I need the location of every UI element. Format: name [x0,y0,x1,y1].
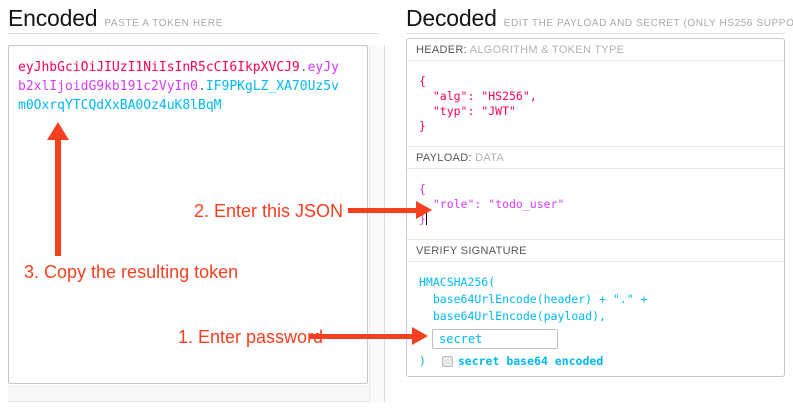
jwt-token-text: eyJhbGciOiJIUzI1NiIsInR5cCI6IkpXVCJ9.eyJ… [18,58,342,115]
annotation-step3-arrowhead-icon [47,122,69,140]
header-section-label: HEADER: ALGORITHM & TOKEN TYPE [407,39,784,61]
header-json-editor[interactable]: { "alg": "HS256", "typ": "JWT" } [407,61,784,147]
header-label-secondary: ALGORITHM & TOKEN TYPE [469,44,625,56]
payload-label-secondary: DATA [475,152,505,164]
payload-label-primary: PAYLOAD: [416,152,472,164]
token-separator-dot: . [198,79,206,94]
base64-encoded-row: ) secret base64 encoded [419,353,776,370]
verify-signature-area: HMACSHA256( base64UrlEncode(header) + ".… [407,262,784,376]
closing-paren: ) [419,354,433,368]
signature-label-primary: VERIFY SIGNATURE [416,245,527,257]
code-line: base64UrlEncode(header) + "." + [419,292,648,306]
annotation-step1-arrowhead-icon [412,327,428,345]
secret-base64-checkbox[interactable] [441,356,453,367]
horizontal-scrollbar-track[interactable] [8,386,369,402]
divider [406,33,785,34]
annotation-step2-arrow [348,208,416,213]
decoded-title: Decoded [406,5,497,31]
encoded-token-input[interactable]: eyJhbGciOiJIUzI1NiIsInR5cCI6IkpXVCJ9.eyJ… [8,45,368,384]
code-line: "typ": "JWT" [419,104,516,118]
annotation-step3-arrow [55,139,61,256]
code-line: } [419,212,427,226]
code-line: { [419,74,426,88]
header-label-primary: HEADER: [416,44,467,56]
vertical-scrollbar-track[interactable] [369,45,385,402]
code-line: { [419,182,426,196]
decoded-subtitle: EDIT THE PAYLOAD AND SECRET (ONLY HS256 … [503,18,793,29]
payload-section-label: PAYLOAD: DATA [407,147,784,169]
signature-section-label: VERIFY SIGNATURE [407,240,784,262]
token-payload-segment: eyJyb2xlIjoidG9kb191c2VyIn0 [18,60,339,94]
token-signature-segment: IF9PKgLZ_XA70Uz5vm0OxrqYTCQdXxBA0Oz4uK8l… [18,79,339,113]
annotation-step2-arrowhead-icon [416,201,432,219]
secret-base64-label: secret base64 encoded [457,354,604,368]
annotation-step2-label: 2. Enter this JSON [193,201,343,221]
decoded-panel: HEADER: ALGORITHM & TOKEN TYPE { "alg": … [406,38,785,377]
annotation-step1-arrow [309,334,413,339]
payload-json-editor[interactable]: { "role": "todo_user" } [407,169,784,240]
code-line: HMACSHA256( [419,275,496,289]
encoded-subtitle: PASTE A TOKEN HERE [104,18,224,29]
annotation-step1-label: 1. Enter password [178,327,324,347]
secret-input[interactable] [432,329,558,349]
code-line: "alg": "HS256", [419,89,537,103]
code-line: } [419,119,426,133]
token-separator-dot: . [299,60,308,75]
code-line: "role": "todo_user" [419,197,565,211]
code-line: base64UrlEncode(payload), [419,309,606,323]
annotation-step3-label: 3. Copy the resulting token [24,262,239,282]
token-header-segment: eyJhbGciOiJIUzI1NiIsInR5cCI6IkpXVCJ9 [18,60,300,75]
divider [8,33,379,34]
encoded-title: Encoded [8,5,98,31]
